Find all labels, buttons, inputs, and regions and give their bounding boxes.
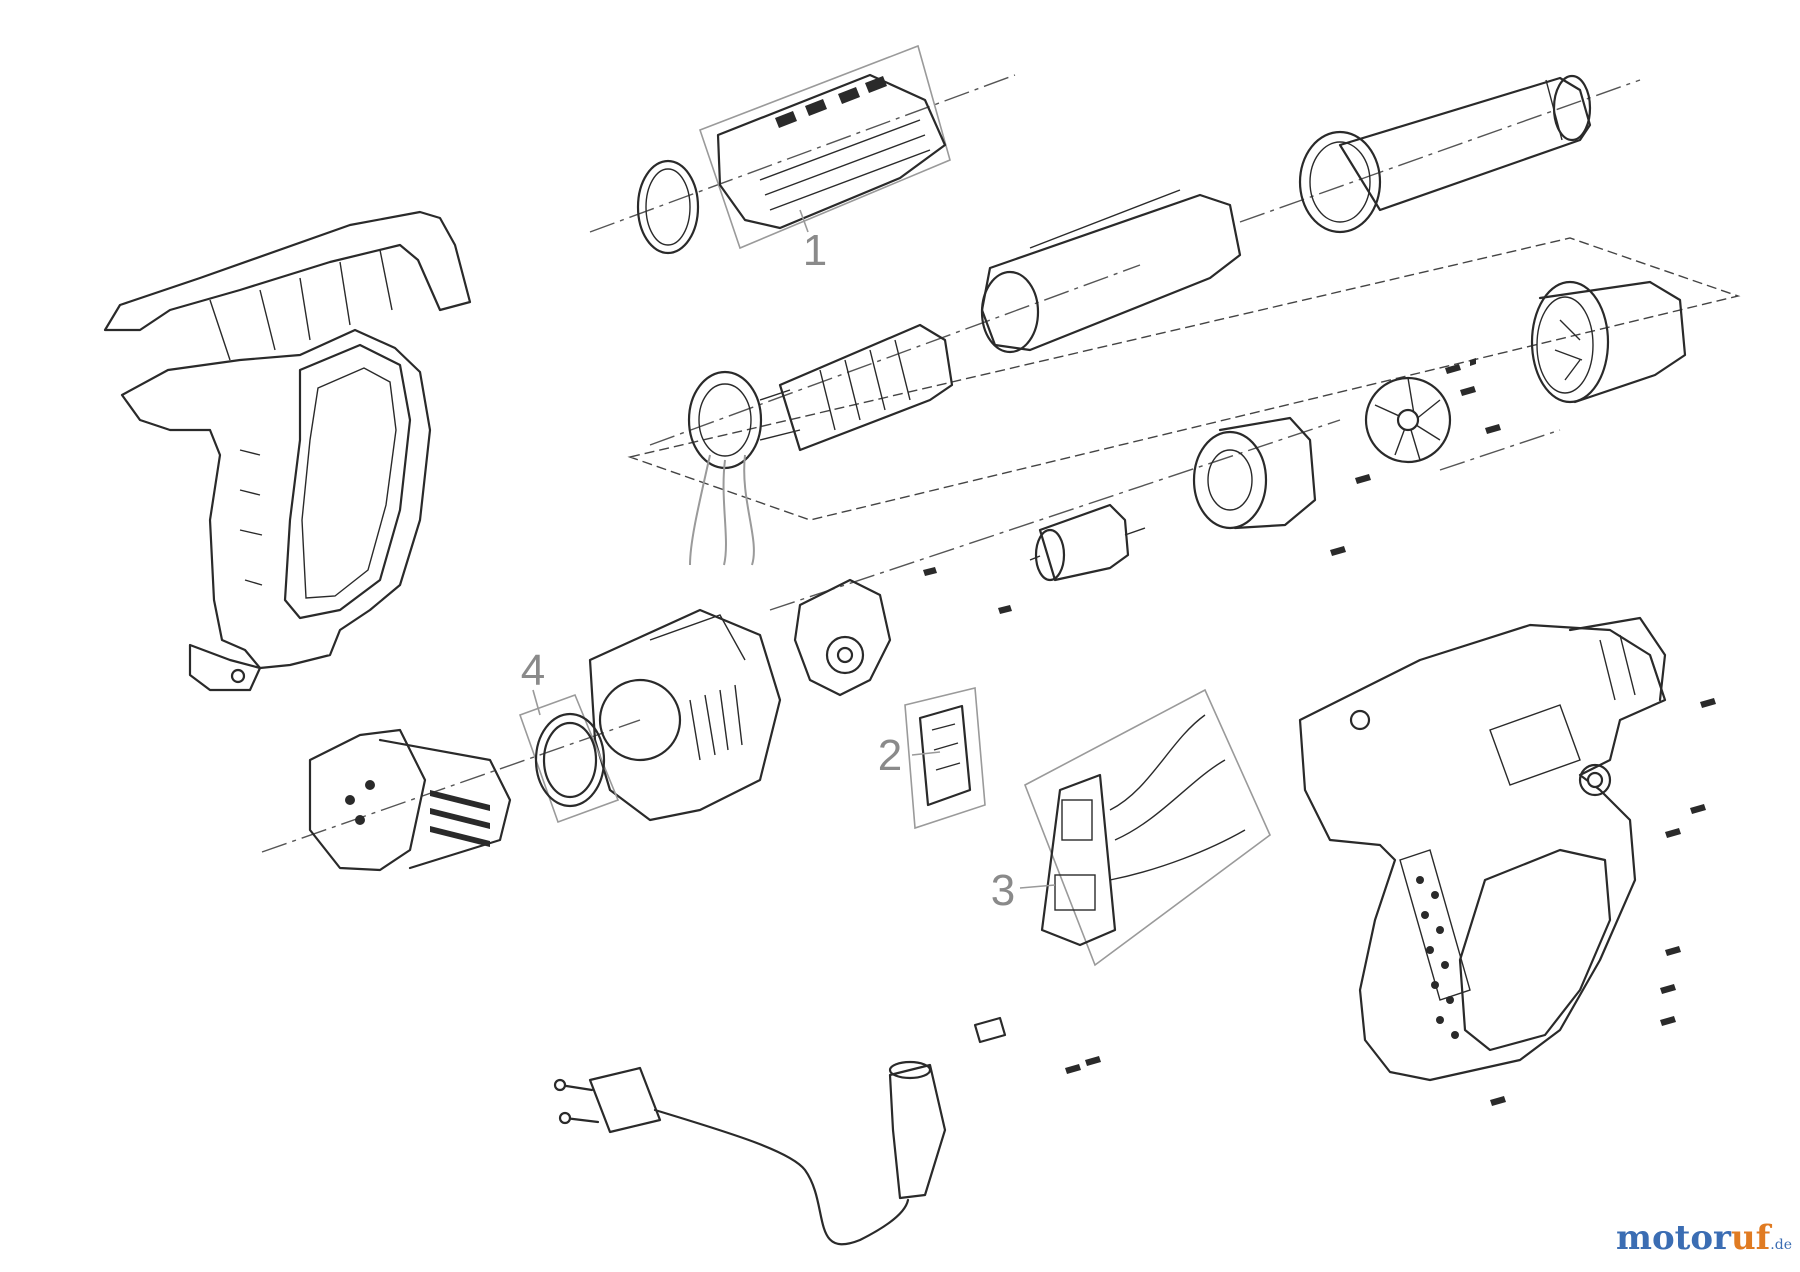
heating-element <box>687 323 954 566</box>
callout-2: 2 <box>878 731 902 780</box>
watermark-suffix: .de <box>1770 1237 1792 1253</box>
callout-3: 3 <box>991 866 1015 915</box>
left-housing-half <box>103 210 472 692</box>
heater-group-outline <box>627 237 1741 521</box>
switch-plate <box>793 578 892 697</box>
screws <box>923 358 1716 1106</box>
nozzle-tube <box>1298 74 1592 234</box>
part-1-housing-cover <box>636 44 951 255</box>
fan-shroud <box>1530 280 1687 404</box>
mica-tube <box>980 189 1242 354</box>
motor-bracket <box>1192 416 1317 530</box>
part-2-switch <box>904 687 986 830</box>
part-4-sealing-ring <box>518 693 620 824</box>
callout-4: 4 <box>521 646 545 695</box>
callout-1: 1 <box>803 226 827 275</box>
end-cap-grille <box>308 728 512 872</box>
watermark-brand-accent: uf <box>1730 1218 1771 1258</box>
cable-grommet <box>888 1016 1007 1200</box>
right-housing-half <box>1298 616 1667 1082</box>
watermark-logo: motoruf.de <box>1616 1218 1792 1258</box>
rear-motor-housing <box>588 608 782 822</box>
power-cord <box>553 1066 910 1246</box>
part-3-circuit-board <box>1023 688 1271 967</box>
assembly-axes <box>261 74 1641 853</box>
dc-motor <box>1029 503 1146 582</box>
callout-labels: 1 2 3 4 <box>521 209 1056 915</box>
watermark-brand-main: motor <box>1615 1218 1731 1258</box>
impeller <box>1364 376 1452 464</box>
